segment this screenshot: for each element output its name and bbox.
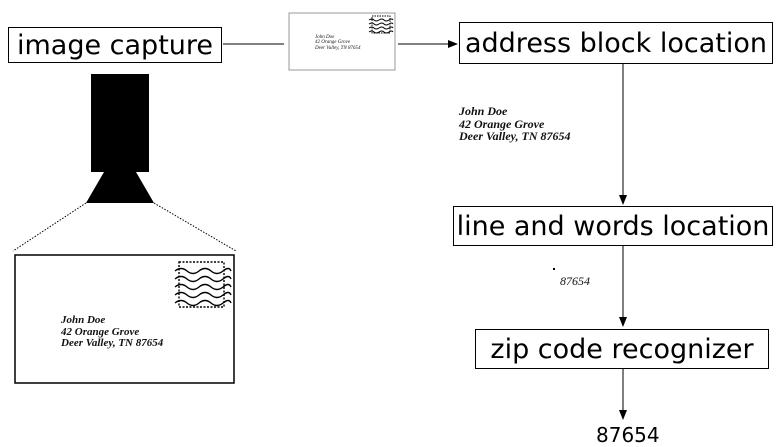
thumbnail-address-name: John Doe [315,35,335,40]
thumbnail-address-street: 42 Orange Grove [315,40,351,46]
stamp-icon [174,261,232,308]
thumbnail-address-block: John Doe 42 Orange Grove Deer Valley, TN… [315,35,361,51]
thumbnail-stamp-icon [368,15,394,34]
cropped-address-street: 42 Orange Grove [459,116,545,131]
cropped-address-city: Deer Valley, TN 87654 [459,129,571,144]
cropped-zip-code: 87654 [560,274,590,288]
cropped-address-block: John Doe 42 Orange Grove Deer Valley, TN… [459,105,571,143]
zip-code-recognizer-box: zip code recognizer [475,329,769,369]
address-city: Deer Valley, TN 87654 [61,337,164,350]
address-name: John Doe [61,314,106,326]
image-capture-box: image capture [8,27,222,63]
address-street: 42 Orange Grove [61,325,140,338]
envelope-thumbnail [288,12,396,71]
captured-envelope [14,254,235,384]
camera-icon [86,74,154,203]
thumbnail-address-city: Deer Valley, TN 87654 [315,45,361,51]
camera-view-line-right [153,202,237,252]
cropped-address-name: John Doe [459,104,508,118]
noise-speck [553,268,555,270]
recognized-zip-output: 87654 [596,423,660,447]
line-and-words-location-box: line and words location [453,206,773,246]
address-block-location-box: address block location [459,22,773,64]
camera-view-line-left [12,202,87,252]
envelope-address-block: John Doe 42 Orange Grove Deer Valley, TN… [61,314,164,350]
